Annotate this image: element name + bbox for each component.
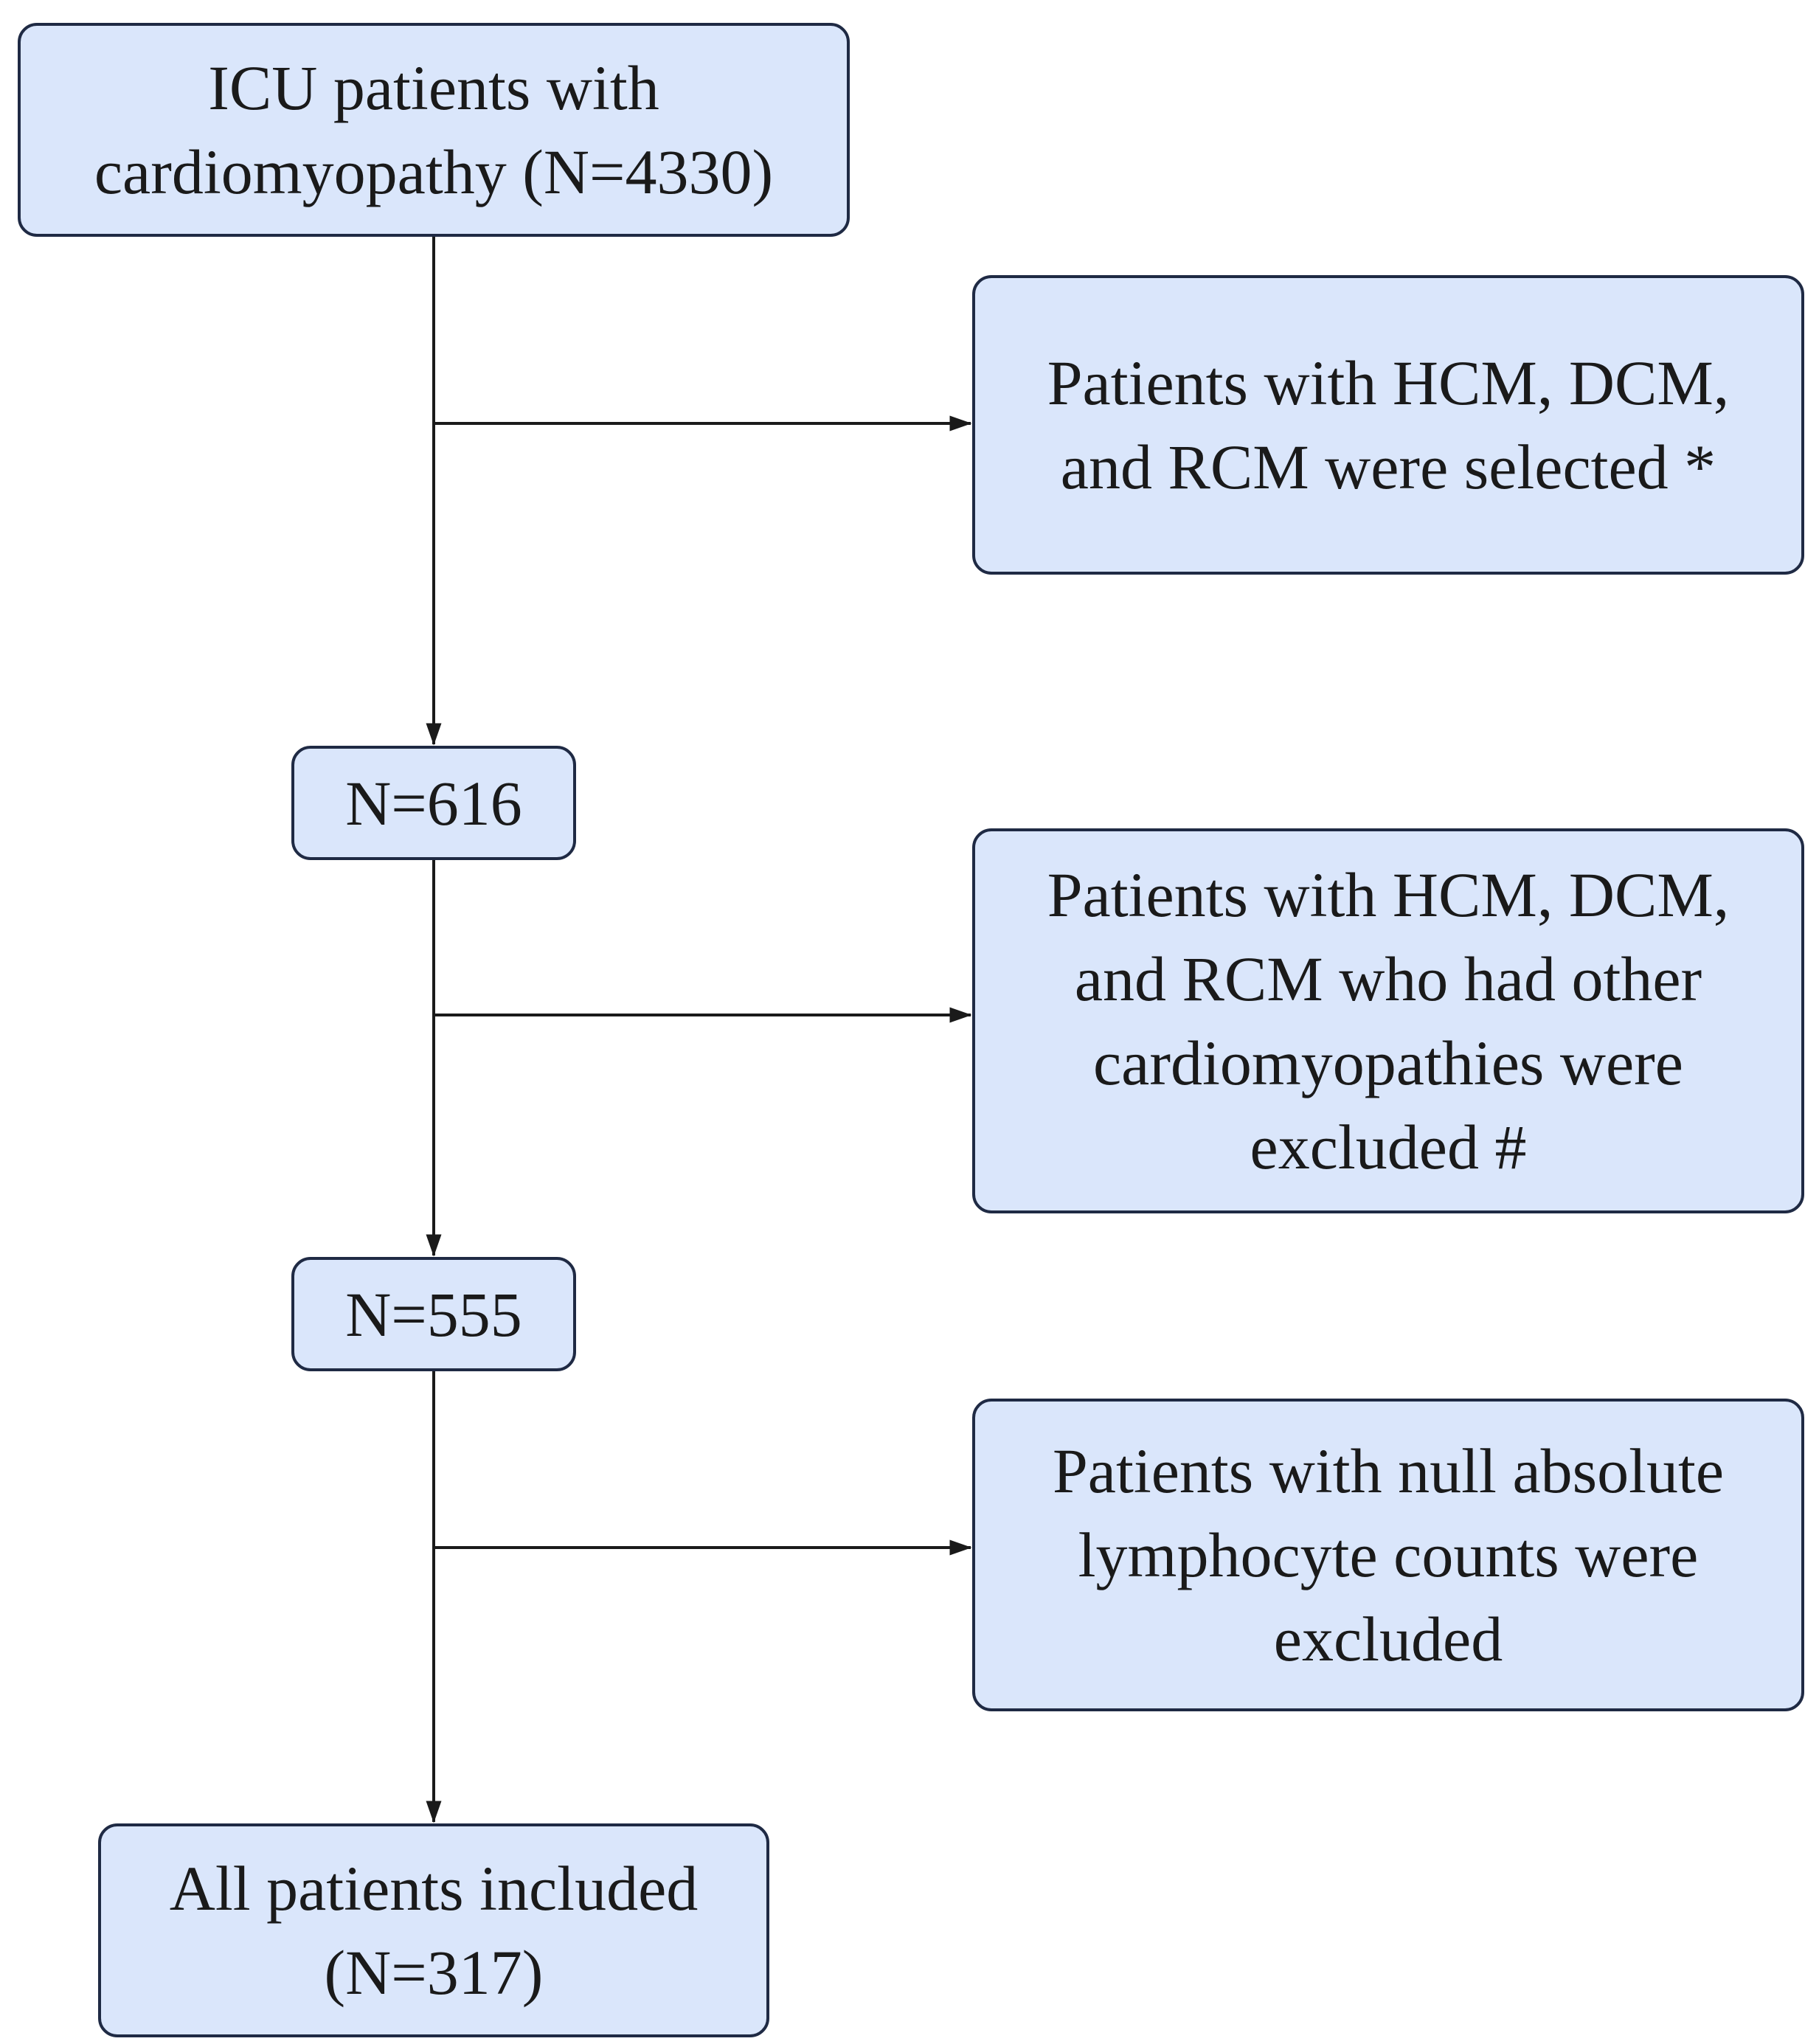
node-icu-patients: ICU patients with cardiomyopathy (N=4330… [18,23,850,237]
node-null-excluded: Patients with null absolute lymphocyte c… [972,1399,1804,1711]
node-n555: N=555 [291,1257,576,1371]
node-icu-patients-label: ICU patients with cardiomyopathy (N=4330… [94,52,774,207]
node-other-excluded-label: Patients with HCM, DCM, and RCM who had … [1047,859,1730,1182]
node-selected-label: Patients with HCM, DCM, and RCM were sel… [1047,347,1730,502]
node-selected: Patients with HCM, DCM, and RCM were sel… [972,275,1804,575]
node-n616: N=616 [291,746,576,860]
node-final-included-label: All patients included (N=317) [169,1853,699,2008]
node-n555-label: N=555 [345,1278,522,1350]
node-n616-label: N=616 [345,767,522,839]
node-null-excluded-label: Patients with null absolute lymphocyte c… [1052,1435,1725,1674]
node-other-excluded: Patients with HCM, DCM, and RCM who had … [972,828,1804,1213]
node-final-included: All patients included (N=317) [98,1823,769,2037]
